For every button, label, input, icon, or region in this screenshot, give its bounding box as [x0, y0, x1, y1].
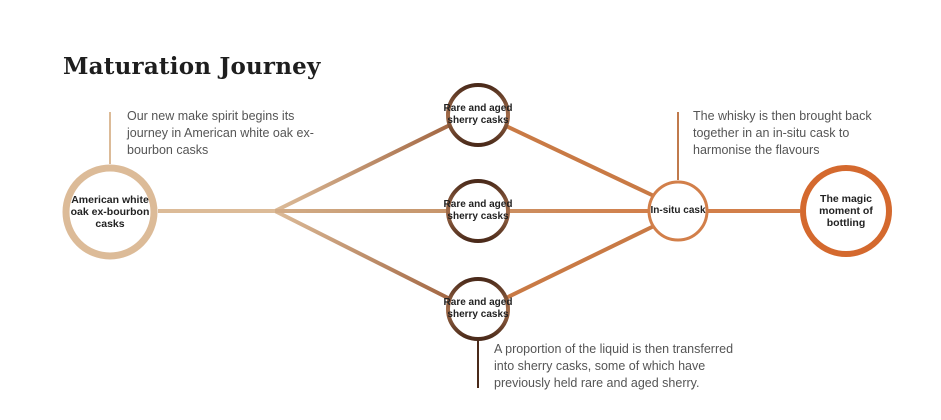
node-sherry-top-circle	[446, 83, 510, 147]
link-branch-sherry-bottom	[274, 209, 453, 302]
note-insitu: The whisky is then brought back together…	[693, 109, 872, 157]
node-sherry-mid-label: Rare and aged sherry casks	[443, 199, 513, 222]
node-oak-circle	[62, 164, 158, 260]
link-sherry-bottom-insitu	[505, 224, 655, 300]
link-branch-sherry-top	[274, 122, 453, 213]
node-bottling-circle	[800, 165, 892, 257]
page-title: Maturation Journey	[63, 53, 321, 80]
node-sherry-mid-circle	[446, 179, 510, 243]
node-insitu-label: In-situ cask	[650, 205, 706, 216]
node-oak-label: American white oak ex-bourbon casks	[70, 194, 150, 230]
note-start: Our new make spirit begins its journey i…	[127, 109, 314, 157]
node-bottling-label: The magic moment of bottling	[819, 193, 873, 229]
node-sherry-top-label: Rare and aged sherry casks	[443, 103, 513, 126]
link-sherry-top-insitu	[505, 124, 655, 198]
node-insitu-circle	[647, 180, 709, 242]
node-sherry-bottom-label: Rare and aged sherry casks	[443, 297, 513, 320]
note-sherry: A proportion of the liquid is then trans…	[494, 342, 734, 390]
node-sherry-bottom-circle	[446, 277, 510, 341]
